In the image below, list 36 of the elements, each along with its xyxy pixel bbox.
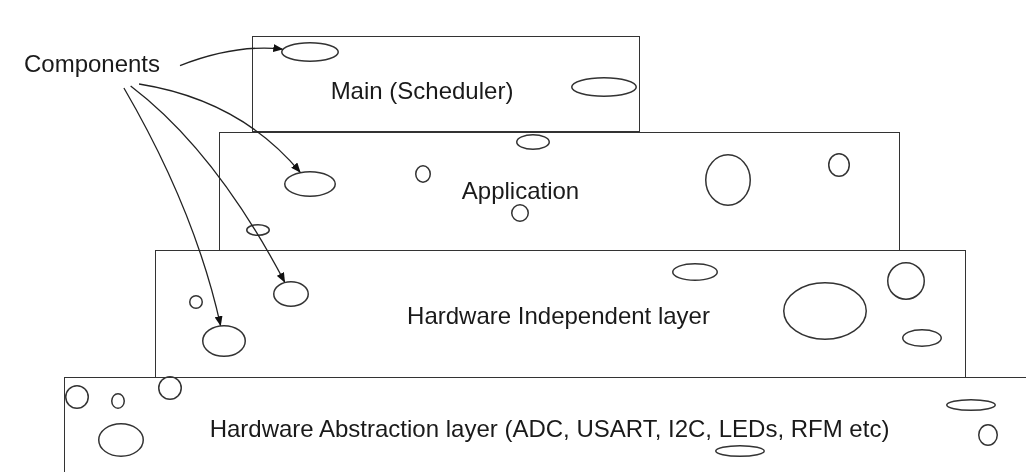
layer-title: Hardware Independent layer	[407, 302, 710, 330]
arrow	[130, 85, 286, 283]
component-ellipse	[886, 261, 925, 300]
component-ellipse	[782, 281, 867, 340]
component-ellipse	[283, 170, 336, 197]
layer-box	[155, 250, 966, 378]
component-ellipse	[64, 384, 89, 409]
component-ellipse	[201, 324, 246, 357]
layer-title: Application	[461, 177, 580, 205]
component-ellipse	[945, 398, 996, 411]
layer-box	[64, 377, 1026, 472]
layer-box	[252, 36, 640, 132]
component-ellipse	[272, 280, 309, 307]
component-ellipse	[110, 392, 125, 409]
arrow	[179, 44, 284, 67]
layer-title: Hardware Abstraction layer (ADC, USART, I2C, LEDs, RFM etc)	[209, 415, 890, 443]
component-ellipse	[97, 422, 144, 457]
component-ellipse	[827, 152, 850, 177]
layer-title: Main (Scheduler)	[330, 77, 514, 105]
component-ellipse	[714, 444, 765, 457]
arrow	[123, 87, 223, 327]
component-ellipse	[515, 133, 550, 150]
component-ellipse	[704, 153, 751, 206]
component-ellipse	[570, 76, 637, 97]
arrow	[138, 83, 301, 173]
component-ellipse	[188, 294, 203, 309]
component-ellipse	[671, 262, 718, 281]
component-ellipse	[510, 203, 529, 222]
component-ellipse	[414, 164, 431, 183]
component-ellipse	[280, 41, 339, 62]
component-ellipse	[977, 423, 998, 446]
component-ellipse	[157, 375, 182, 400]
components-label: Components	[8, 48, 176, 80]
component-ellipse	[901, 328, 942, 347]
layer-box	[219, 132, 900, 251]
component-ellipse	[245, 223, 270, 236]
